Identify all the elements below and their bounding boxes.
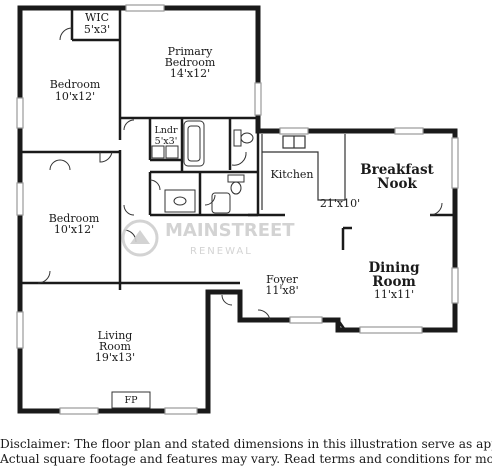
room-label-living-2: Room [99,340,132,353]
watermark-subtext: RENEWAL [190,246,253,257]
room-label-foyer: Foyer [266,273,298,286]
room-dim-wic: 5'x3' [84,23,110,36]
room-dim-living: 19'x13' [95,351,135,364]
bathtub-mid [211,192,231,214]
watermark-logo: MAINSTREET RENEWAL [121,219,295,257]
room-label-kitchen: Kitchen [271,168,314,181]
washer-dryer [151,145,179,159]
bathtub-upper [183,120,205,167]
interior-walls [20,8,455,290]
room-label-breakfast-2: Nook [377,176,417,192]
kitchen-counter [261,134,346,210]
watermark-text: MAINSTREET [165,220,295,241]
room-label-laundry: Lndr [154,125,178,136]
disclaimer-line-1: Disclaimer: The floor plan and stated di… [0,437,492,451]
fireplace-label: FP [125,395,139,406]
room-label-primary-1: Primary [168,45,213,58]
room-dim-bedroom-top: 10'x12' [55,90,95,103]
bay-window [336,319,347,331]
room-dim-laundry: 5'x3' [155,136,178,147]
windows [16,4,459,415]
vanity-mid [164,189,196,213]
room-dim-dining: 11'x11' [374,288,414,301]
room-label-bedroom-mid: Bedroom [49,212,100,225]
disclaimer-line-2: Actual square footage and features may v… [0,452,492,466]
room-dim-primary: 14'x12' [170,67,210,80]
toilet-mid [227,174,245,195]
room-label-living-1: Living [98,329,133,342]
room-label-dining-2: Room [372,274,416,290]
room-label-wic: WIC [85,11,109,24]
fireplace [111,391,151,409]
room-dim-foyer: 11'x8' [265,284,298,297]
room-label-primary-2: Bedroom [165,56,216,69]
room-label-breakfast-1: Breakfast [360,162,434,178]
room-dim-bedroom-mid: 10'x12' [54,223,94,236]
room-label-bedroom-top: Bedroom [50,78,101,91]
exterior-walls [17,5,458,414]
room-label-dining-1: Dining [368,260,420,276]
toilet-upper [233,129,254,147]
room-dim-kitchen-nook: 21'x10' [320,197,360,210]
